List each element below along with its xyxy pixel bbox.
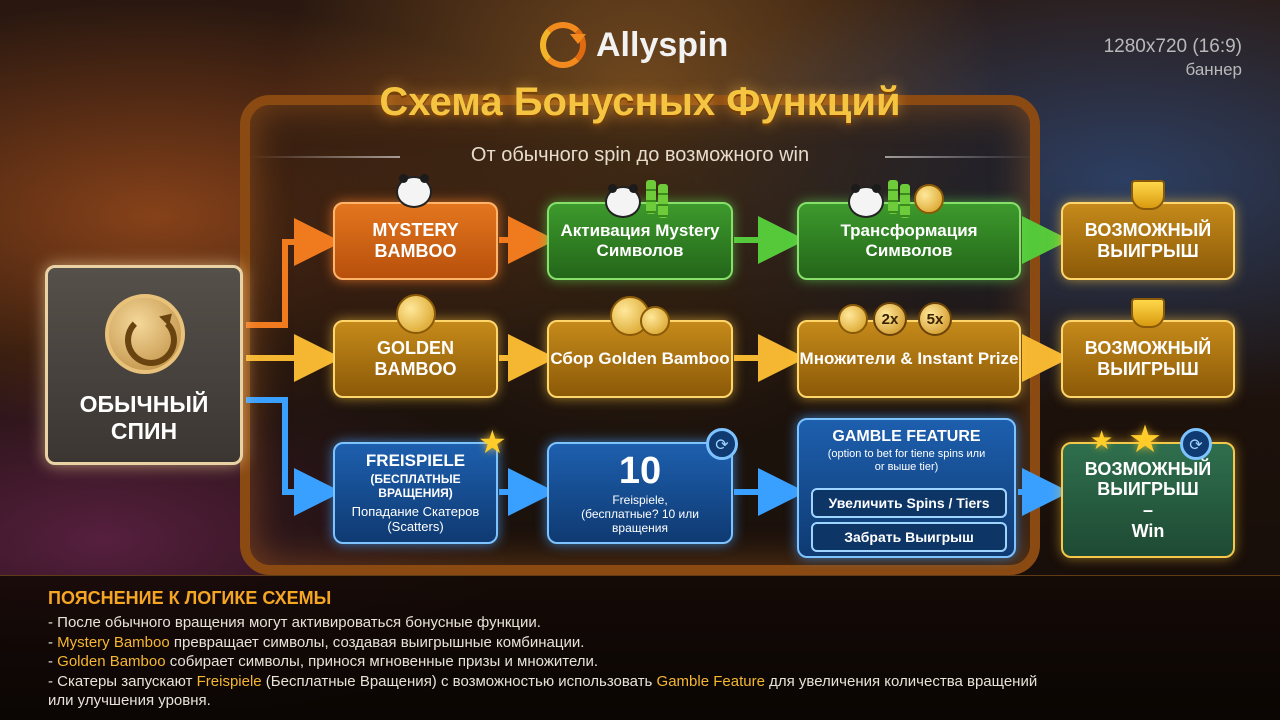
mystery-possible-win-label: ВОЗМОЖНЫЙ ВЫИГРЫШ bbox=[1084, 220, 1212, 261]
highlight-golden-bamboo: Golden Bamboo bbox=[57, 653, 166, 670]
explanation-line-5: или улучшения уровня. bbox=[48, 692, 211, 709]
gamble-feature-box: GAMBLE FEATURE (option to bet for tiene … bbox=[797, 418, 1016, 558]
mystery-possible-win-box: ВОЗМОЖНЫЙ ВЫИГРЫШ bbox=[1061, 202, 1235, 280]
golden-bamboo-label: GOLDEN BAMBOO bbox=[374, 338, 457, 379]
coin-icon bbox=[640, 306, 670, 336]
bamboo-icon bbox=[658, 184, 668, 218]
allyspin-logo-icon bbox=[540, 22, 586, 68]
page-title: Схема Бонусных Функций bbox=[379, 80, 901, 124]
size-note-type: баннер bbox=[1185, 60, 1243, 79]
freispiele-note: Попадание Скатеров (Scatters) bbox=[351, 503, 480, 534]
free-spins-count-box: 10 Freispiele, (бесплатные? 10 или враще… bbox=[547, 442, 733, 544]
trophy-icon bbox=[1131, 298, 1165, 328]
golden-collect-box: Сбор Golden Bamboo bbox=[547, 320, 733, 398]
free-possible-win-dash: – bbox=[1142, 500, 1153, 520]
gamble-title: GAMBLE FEATURE bbox=[832, 428, 981, 445]
free-possible-win-text: Win bbox=[1131, 520, 1165, 541]
golden-possible-win-label: ВОЗМОЖНЫЙ ВЫИГРЫШ bbox=[1084, 338, 1212, 379]
freispiele-subtitle: (БЕСПЛАТНЫЕ ВРАЩЕНИЯ) bbox=[370, 472, 461, 500]
mystery-bamboo-label: MYSTERY BAMBOO bbox=[372, 220, 459, 261]
multipliers-box: Множители & Instant Prize bbox=[797, 320, 1021, 398]
panda-icon bbox=[605, 184, 641, 218]
multiplier-2x-icon: 2x bbox=[873, 302, 907, 336]
coin-icon bbox=[914, 184, 944, 214]
explanation-line-2: - Mystery Bamboo превращает символы, соз… bbox=[48, 633, 585, 651]
explanation-line-1: - После обычного вращения могут активиро… bbox=[48, 614, 541, 631]
spin-icon: ⟳ bbox=[706, 428, 738, 460]
multiplier-5x-icon: 5x bbox=[918, 302, 952, 336]
coin-icon bbox=[396, 294, 436, 334]
freispiele-box: FREISPIELE (БЕСПЛАТНЫЕ ВРАЩЕНИЯ) Попадан… bbox=[333, 442, 498, 544]
arrow-start-to-mystery bbox=[246, 218, 342, 328]
symbol-transformation-label: Трансформация Символов bbox=[840, 221, 978, 260]
multipliers-label: Множители & Instant Prize bbox=[799, 349, 1019, 369]
star-icon: ★ bbox=[1128, 417, 1163, 461]
page-subtitle: От обычного spin до возможного win bbox=[470, 144, 810, 166]
free-possible-win-box: ВОЗМОЖНЫЙ ВЫИГРЫШ – Win bbox=[1061, 442, 1235, 558]
highlight-mystery-bamboo: Mystery Bamboo bbox=[57, 633, 170, 651]
golden-collect-label: Сбор Golden Bamboo bbox=[550, 349, 730, 369]
free-spins-number: 10 bbox=[618, 450, 662, 493]
logo-text: Allyspin bbox=[596, 25, 729, 64]
bamboo-icon bbox=[646, 180, 656, 214]
freispiele-title: FREISPIELE bbox=[365, 451, 466, 471]
panda-icon bbox=[848, 184, 884, 218]
mystery-activation-label: Активация Mystery Символов bbox=[560, 221, 720, 260]
arrow-start-to-free bbox=[246, 397, 342, 516]
start-label: ОБЫЧНЫЙ СПИН bbox=[79, 391, 209, 444]
star-icon: ★ bbox=[1090, 426, 1114, 456]
logo: Allyspin bbox=[540, 22, 728, 68]
size-note: 1280x720 (16:9) баннер bbox=[1104, 36, 1242, 80]
subtitle-divider-left bbox=[250, 156, 400, 158]
golden-possible-win-box: ВОЗМОЖНЫЙ ВЫИГРЫШ bbox=[1061, 320, 1235, 398]
size-note-dimensions: 1280x720 (16:9) bbox=[1103, 36, 1242, 57]
explanation-title: ПОЯСНЕНИЕ К ЛОГИКЕ СХЕМЫ bbox=[48, 588, 332, 608]
mystery-activation-box: Активация Mystery Символов bbox=[547, 202, 733, 280]
coin-icon bbox=[838, 304, 868, 334]
bamboo-icon bbox=[900, 184, 910, 218]
free-spins-text: Freispiele, (бесплатные? 10 или вращения bbox=[581, 493, 699, 535]
collect-win-button[interactable]: Забрать Выигрыш bbox=[811, 522, 1007, 552]
spin-icon: ⟳ bbox=[1180, 428, 1212, 460]
star-icon: ★ bbox=[478, 423, 507, 461]
explanation-line-4: - Скатеры запускают Freispiele (Бесплатн… bbox=[48, 672, 1038, 690]
gamble-note: (option to bet for tiene spins или or вы… bbox=[827, 448, 986, 474]
start-box-regular-spin: ОБЫЧНЫЙ СПИН bbox=[45, 265, 243, 465]
panda-icon bbox=[396, 174, 432, 208]
highlight-gamble-feature: Gamble Feature bbox=[656, 672, 765, 690]
free-possible-win-label: ВОЗМОЖНЫЙ ВЫИГРЫШ bbox=[1084, 458, 1212, 500]
increase-spins-button[interactable]: Увеличить Spins / Tiers bbox=[811, 488, 1007, 518]
trophy-icon bbox=[1131, 180, 1165, 210]
spin-icon bbox=[105, 294, 185, 374]
highlight-freispiele: Freispiele bbox=[196, 672, 262, 690]
mystery-bamboo-box: MYSTERY BAMBOO bbox=[333, 202, 498, 280]
bamboo-icon bbox=[888, 180, 898, 214]
explanation-panel: ПОЯСНЕНИЕ К ЛОГИКЕ СХЕМЫ - После обычног… bbox=[0, 575, 1280, 720]
explanation-line-3: - Golden Bamboo собирает символы, принос… bbox=[48, 653, 599, 670]
